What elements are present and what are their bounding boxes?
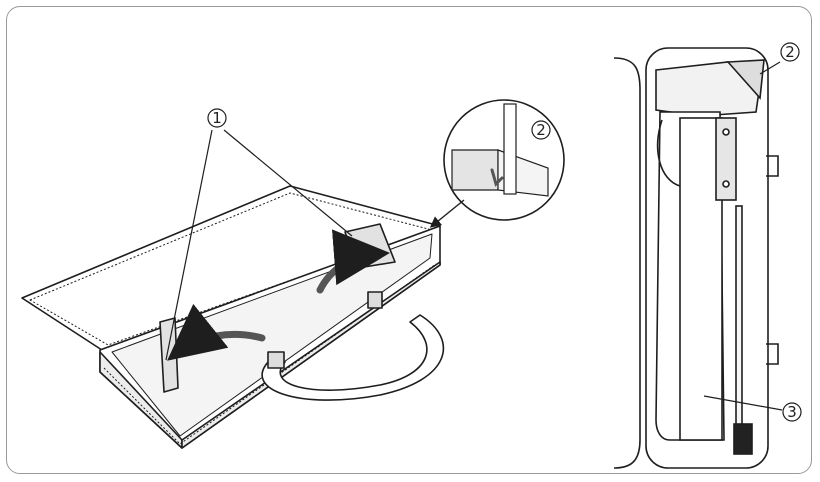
callout-2-label: 2 bbox=[536, 121, 546, 139]
callout-3-marker: 3 bbox=[703, 395, 802, 422]
callout-2-right-label: 2 bbox=[785, 43, 795, 61]
callout-2-right-marker: 2 bbox=[759, 42, 800, 75]
divider-flap-left bbox=[159, 317, 179, 393]
side-view bbox=[613, 47, 779, 469]
open-carry-case bbox=[21, 185, 445, 449]
curved-arrow-icon bbox=[167, 229, 390, 361]
pointer-arrow-icon bbox=[429, 199, 465, 228]
callout-1-leaders bbox=[165, 129, 353, 361]
callout-1-label: 1 bbox=[212, 109, 222, 127]
carry-handle bbox=[261, 314, 445, 401]
callout-3-label: 3 bbox=[787, 403, 797, 421]
detail-magnifier: 2 bbox=[443, 99, 565, 221]
callout-1-marker: 1 bbox=[207, 108, 227, 128]
